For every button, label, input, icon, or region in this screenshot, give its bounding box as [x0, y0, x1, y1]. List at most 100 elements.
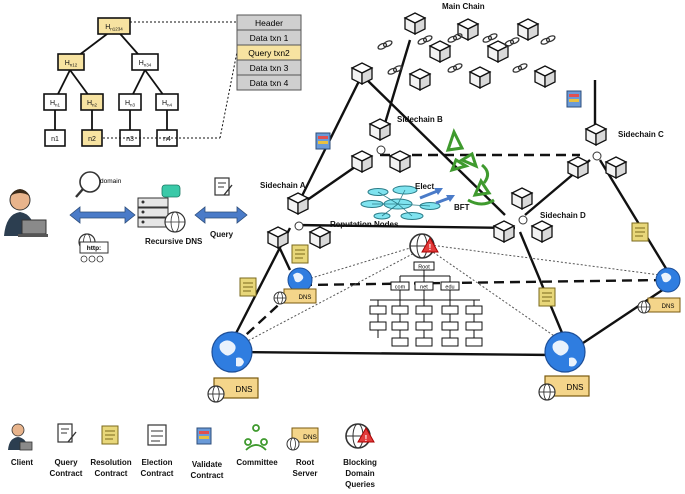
- main-chain-block: [469, 66, 491, 89]
- dns-leaf-node: [465, 321, 483, 331]
- query-label: Query: [210, 230, 234, 239]
- merkle-h1-node: Hn1: [43, 93, 67, 111]
- sidechain-c: Sidechain C: [567, 123, 664, 179]
- legend-item-committee: Committee: [236, 424, 278, 467]
- block-row-txn3: Data txn 3: [250, 63, 289, 73]
- svg-text:Contract: Contract: [95, 469, 128, 478]
- svg-text:Hn12: Hn12: [65, 60, 78, 68]
- resolution-contract-icon: [538, 287, 556, 307]
- block-row-txn2: Query txn2: [248, 48, 290, 58]
- dns-node-back-left: DNS: [273, 267, 317, 305]
- dns-leaf-node: [391, 305, 409, 315]
- svg-text:DNS: DNS: [567, 383, 584, 392]
- chain-link-icon: [511, 62, 529, 74]
- resolution-contract-icon: [631, 222, 649, 242]
- dns-leaf-node: [465, 305, 483, 315]
- sidechain-b: Sidechain B: [351, 115, 443, 173]
- blocking-icon: !: [409, 233, 439, 259]
- legend-item-resolution-contract: Resolution Contract: [90, 425, 132, 478]
- sidechain-d: Sidechain D: [493, 187, 586, 243]
- merkle-h4-node: Hn4: [155, 93, 179, 111]
- dns-edu-node: edu: [445, 285, 454, 291]
- sidechain-a-label: Sidechain A: [260, 181, 306, 190]
- dns-com-node: com: [395, 285, 406, 291]
- committee-icon: [445, 128, 495, 206]
- chain-link-icon: [446, 32, 464, 44]
- svg-text:Hn1: Hn1: [50, 100, 61, 108]
- main-chain-block: [404, 12, 426, 35]
- dns-leaf-node: [441, 305, 459, 315]
- merkle-right-node: Hn34: [131, 53, 159, 71]
- svg-text:!: !: [365, 434, 368, 443]
- merkle-leaf-n2: n2: [81, 129, 103, 147]
- client-icon: [4, 189, 48, 237]
- dns-leaf-node: [441, 321, 459, 331]
- svg-text:Contract: Contract: [141, 469, 174, 478]
- recursive-dns-label: Recursive DNS: [145, 237, 203, 246]
- main-chain-block: [351, 62, 373, 85]
- query-arrow: Query: [194, 177, 248, 239]
- block-table: Header Data txn 1 Query txn2 Data txn 3 …: [236, 14, 302, 91]
- svg-text:Hn1234: Hn1234: [105, 24, 123, 32]
- merkle-h2-node: Hn2: [80, 93, 104, 111]
- chain-link-icon: [539, 34, 557, 46]
- recursive-dns-server-icon: Recursive DNS: [137, 184, 203, 246]
- svg-text:Contract: Contract: [50, 469, 83, 478]
- svg-text:DNS: DNS: [299, 295, 312, 301]
- main-chain-block: [534, 65, 556, 88]
- dns-leaf-node: [441, 337, 459, 347]
- main-chain-block: [517, 18, 539, 41]
- block-header: Header: [255, 18, 283, 28]
- svg-text:DNS: DNS: [303, 434, 317, 441]
- svg-text:Blocking: Blocking: [343, 458, 377, 467]
- svg-text:Server: Server: [293, 469, 318, 478]
- merkle-leaf-n1: n1: [44, 129, 66, 147]
- main-chain-label: Main Chain: [442, 2, 485, 11]
- http-text: http:: [87, 245, 101, 252]
- svg-text:DNS: DNS: [236, 385, 253, 394]
- merkle-left-node: Hn12: [57, 53, 85, 71]
- merkle-h3-node: Hn3: [118, 93, 142, 111]
- resolution-contract-icon: [291, 244, 309, 264]
- chain-link-icon: [376, 39, 394, 51]
- globe-icon: [211, 331, 253, 373]
- svg-text:Hn4: Hn4: [162, 100, 173, 108]
- svg-text:DNS: DNS: [662, 304, 675, 310]
- svg-text:Queries: Queries: [345, 480, 375, 489]
- svg-text:Election: Election: [141, 458, 172, 467]
- svg-text:Hn3: Hn3: [125, 100, 136, 108]
- legend-item-election-contract: Election Contract: [141, 424, 174, 478]
- chain-link-icon: [503, 36, 521, 48]
- main-chain-block: [429, 40, 451, 63]
- block-row-txn1: Data txn 1: [250, 33, 289, 43]
- sidechain-c-label: Sidechain C: [618, 130, 664, 139]
- svg-text:Query: Query: [54, 458, 78, 467]
- svg-text:n3: n3: [126, 136, 134, 143]
- validate-contract-icon: [315, 132, 331, 150]
- dns-leaf-node: [415, 337, 433, 347]
- sidechain-d-label: Sidechain D: [540, 211, 586, 220]
- svg-text:n2: n2: [88, 136, 96, 143]
- dns-leaf-node: [415, 305, 433, 315]
- svg-text:Root: Root: [296, 458, 315, 467]
- dns-node-right: DNS: [538, 331, 590, 401]
- legend-item-validate-contract: Validate Contract: [191, 427, 224, 480]
- svg-text:Client: Client: [11, 458, 34, 467]
- globe-icon: [544, 331, 586, 373]
- dns-leaf-node: [391, 337, 409, 347]
- reputation-nodes-label: Reputation Nodes: [330, 220, 399, 229]
- bft-arrow: BFT: [435, 195, 470, 212]
- legend-item-query-contract: Query Contract: [50, 423, 83, 478]
- dns-root-node: Root: [418, 265, 430, 271]
- dns-hierarchy-tree: Root com net edu: [369, 261, 483, 347]
- elect-arrow: Elect: [415, 182, 443, 200]
- dns-node-back-right: DNS: [637, 267, 681, 314]
- domain-text: domain: [100, 178, 122, 185]
- dns-leaf-node: [369, 321, 387, 331]
- main-chain: Main Chain: [351, 2, 557, 91]
- svg-text:Hn2: Hn2: [87, 100, 98, 108]
- svg-text:Committee: Committee: [236, 458, 278, 467]
- http-browser-icon: http:: [78, 233, 109, 263]
- svg-text:Domain: Domain: [345, 469, 374, 478]
